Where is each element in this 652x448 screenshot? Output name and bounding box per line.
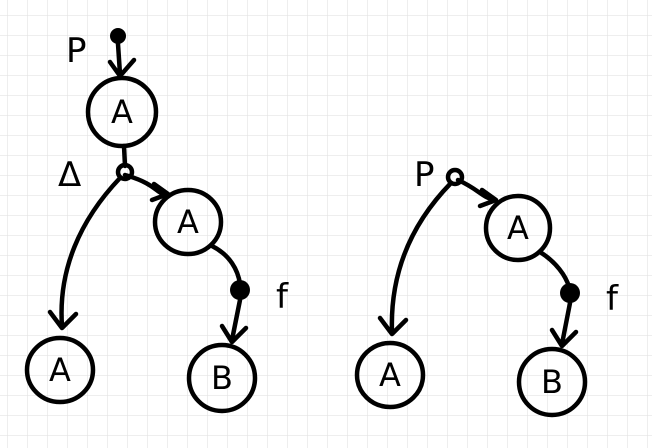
pointer-label-p: P (66, 31, 87, 71)
delta-label: Δ (58, 155, 81, 195)
node-label: A (507, 209, 529, 247)
f-label: f (276, 277, 289, 317)
arrow (549, 300, 579, 349)
node-label: A (177, 203, 199, 241)
node-label: B (211, 359, 233, 397)
pointer-dot (445, 167, 465, 187)
arrow (219, 297, 249, 345)
node-b: B (186, 342, 258, 414)
pointer-dot (110, 28, 126, 44)
junction-dot (115, 162, 135, 182)
f-dot (560, 283, 580, 303)
node-a-middle: A (152, 187, 224, 257)
arrow (47, 175, 123, 331)
node-label: A (111, 93, 133, 131)
node-label: A (379, 356, 401, 394)
f-dot (230, 280, 250, 300)
node-label: B (541, 363, 563, 401)
edge (121, 143, 128, 169)
arrow (377, 180, 454, 337)
arrow (455, 177, 499, 209)
f-label: f (606, 279, 619, 319)
pointer-label-p: P (414, 155, 435, 195)
node-a-bottom: A (24, 335, 96, 405)
left-diagram: P A Δ A f A B (24, 28, 289, 414)
node-a-middle: A (483, 193, 553, 263)
node-label: A (49, 351, 71, 389)
node-b: B (516, 346, 588, 418)
right-diagram: P A f A B (354, 155, 619, 418)
node-a-bottom: A (354, 340, 426, 410)
